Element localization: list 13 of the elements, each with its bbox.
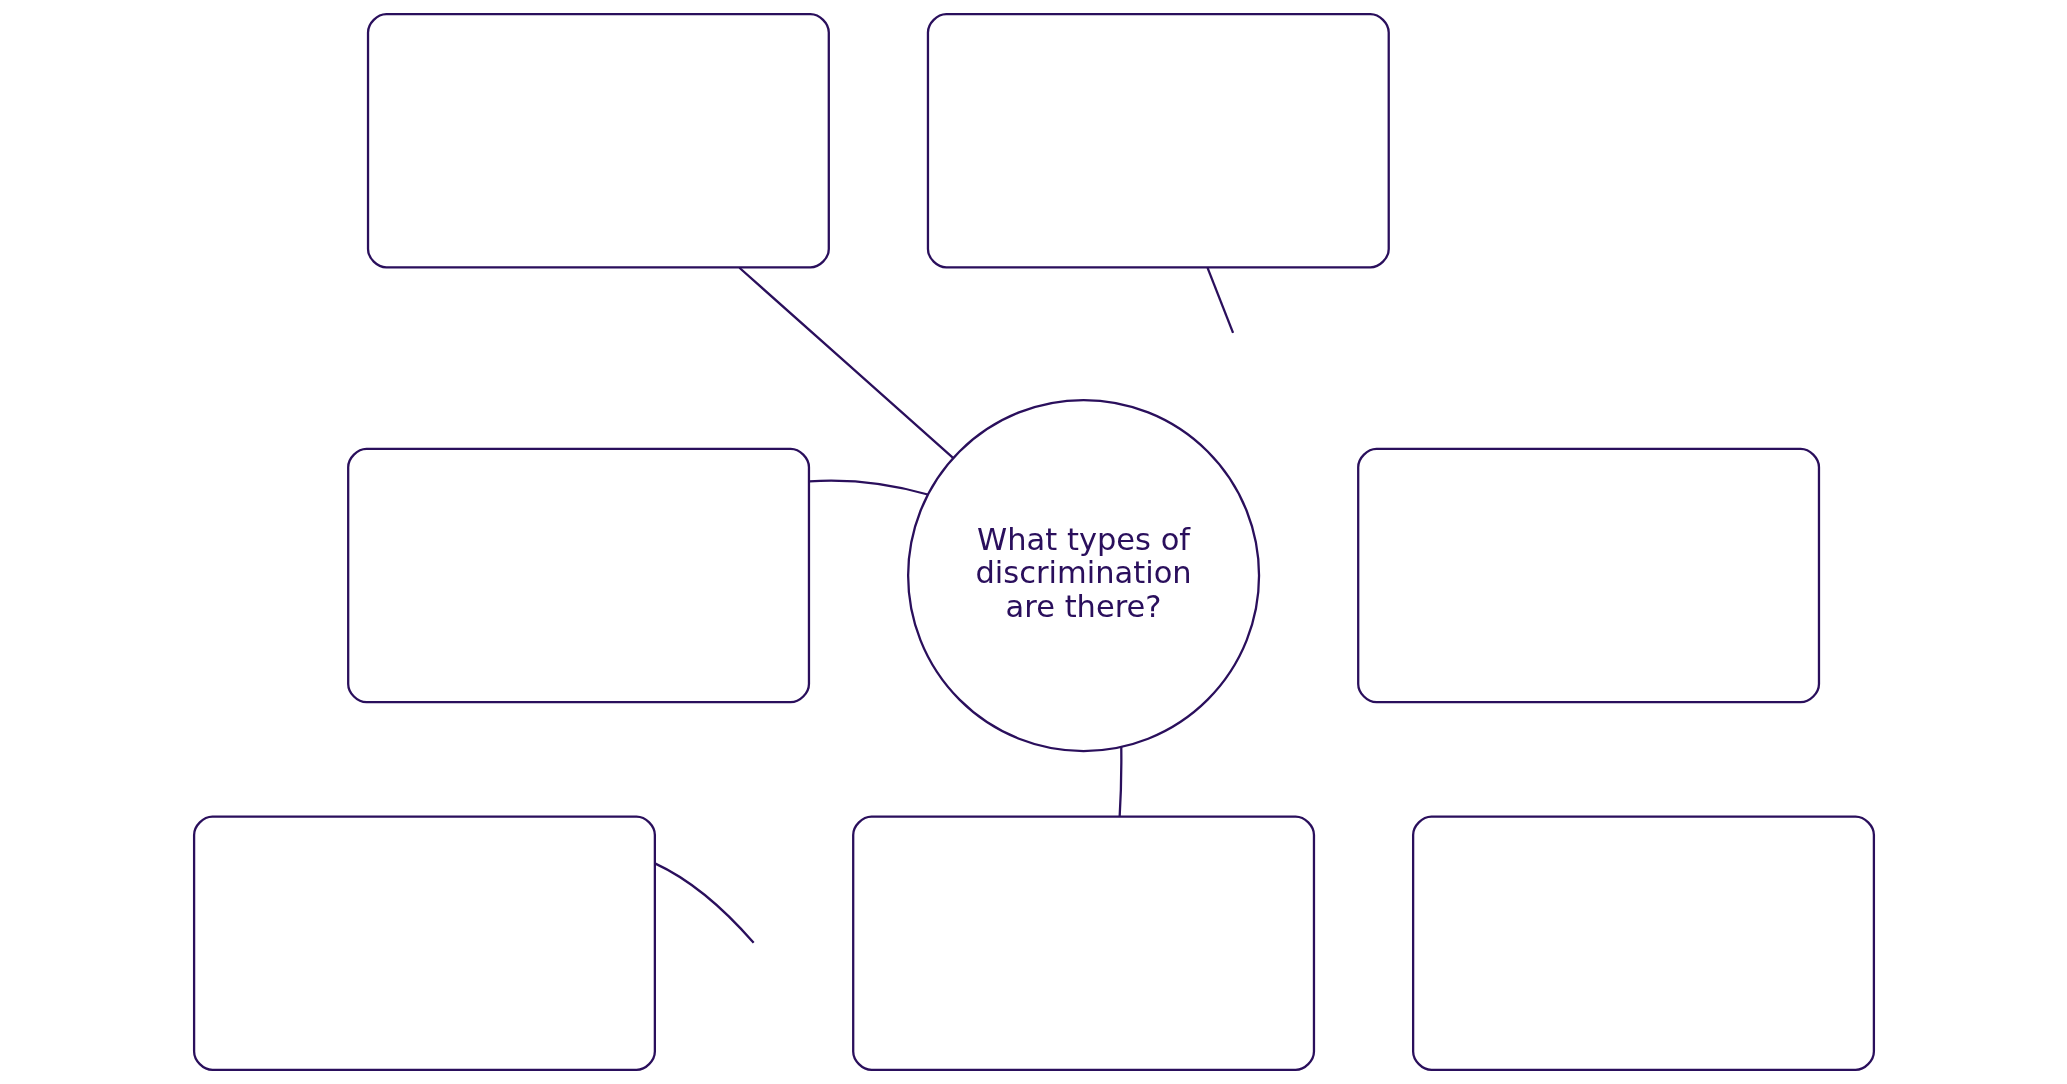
node-box <box>366 12 830 269</box>
node-box <box>346 447 810 704</box>
node-box <box>1356 447 1820 704</box>
node-box <box>1411 815 1875 1072</box>
node-box <box>851 815 1315 1072</box>
connector <box>738 266 954 459</box>
connector <box>1118 747 1122 817</box>
node-circle: What types of discrimination are there? <box>906 398 1260 753</box>
connector <box>653 862 754 944</box>
connector <box>808 479 928 496</box>
node-box <box>192 815 656 1072</box>
connector <box>1206 267 1234 334</box>
node-box <box>926 12 1390 269</box>
